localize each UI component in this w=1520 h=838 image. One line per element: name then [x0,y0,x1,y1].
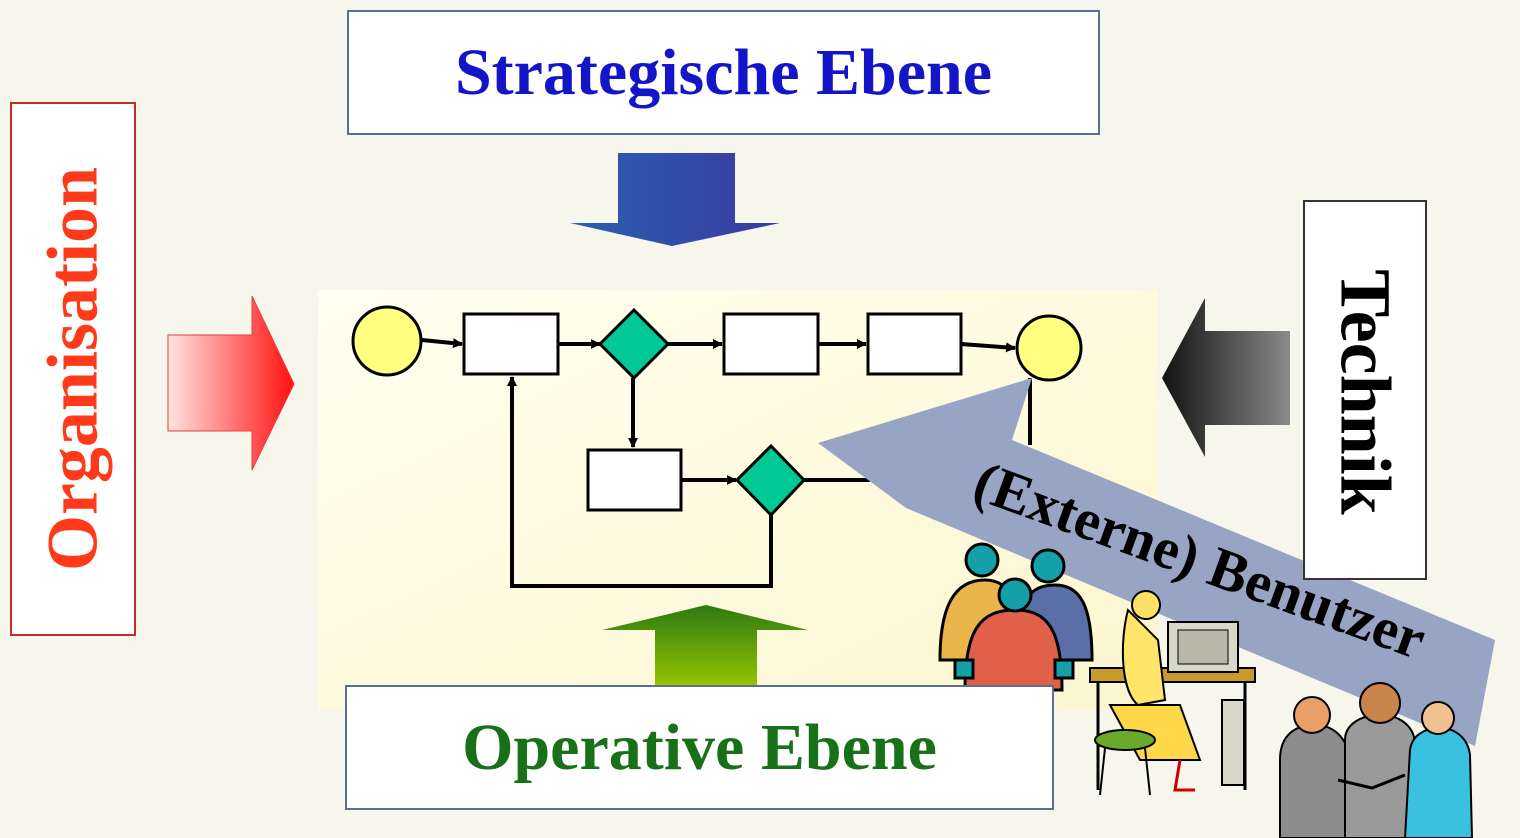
end-event-circle [1015,314,1083,382]
handshake-people-icon [1279,682,1474,838]
task-box [866,312,963,376]
operative-level-label: Operative Ebene [462,710,937,784]
users-arrow [818,378,1495,746]
strategic-level-box: Strategische Ebene [347,10,1100,135]
loop-connector [507,376,773,588]
organisation-label: Organisation [32,166,113,572]
organisation-box [10,102,136,636]
task-box [462,312,560,376]
strategic-arrow [570,153,780,246]
decision-diamond [597,307,671,381]
start-event-circle [351,305,423,377]
flow-connector [960,342,1016,353]
organisation-arrow [167,295,295,471]
woman-at-computer-icon [1089,590,1256,796]
task-box [722,312,820,376]
technik-box [1303,200,1427,580]
task-box [586,448,683,512]
flow-connector [421,338,463,349]
strategic-level-label: Strategische Ebene [454,35,993,109]
operative-arrow [602,605,808,690]
decision-diamond [734,443,807,518]
technik-arrow [1162,298,1290,457]
technik-label: Technik [1325,269,1406,515]
operative-level-box: Operative Ebene [345,685,1054,810]
